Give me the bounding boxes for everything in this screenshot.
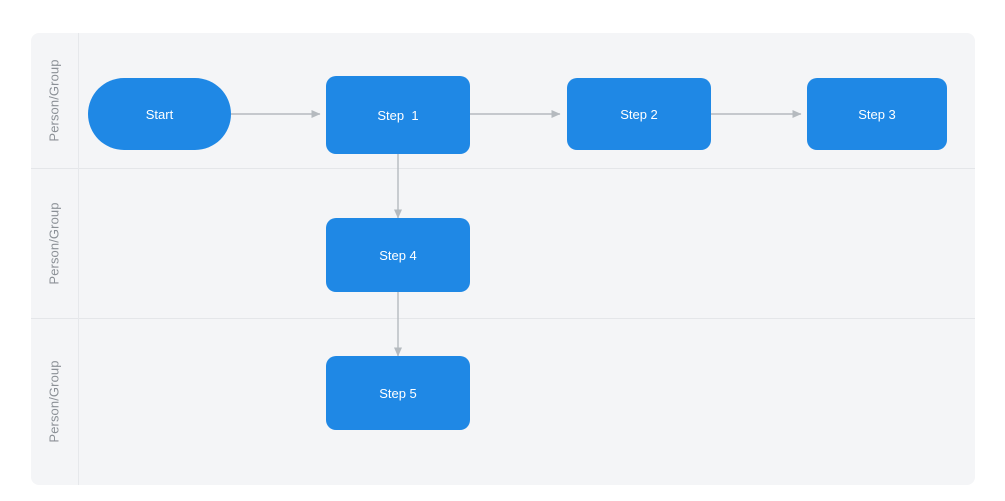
node-step-2[interactable]: Step 2 bbox=[567, 78, 711, 150]
lane-label-0: Person/Group bbox=[31, 33, 78, 168]
node-step-1[interactable]: Step 1 bbox=[326, 76, 470, 154]
lane-label-2: Person/Group bbox=[31, 318, 78, 485]
lane-label-text-0: Person/Group bbox=[47, 59, 63, 142]
lane-label-text-2: Person/Group bbox=[47, 360, 63, 443]
node-step-3[interactable]: Step 3 bbox=[807, 78, 947, 150]
swimlane-1: Person/Group bbox=[31, 168, 975, 318]
lane-label-1: Person/Group bbox=[31, 168, 78, 318]
node-step-4[interactable]: Step 4 bbox=[326, 218, 470, 292]
node-start[interactable]: Start bbox=[88, 78, 231, 150]
lane-label-text-1: Person/Group bbox=[47, 201, 63, 285]
lane-label-divider bbox=[78, 33, 79, 485]
lane-separator-1 bbox=[31, 168, 975, 169]
lane-separator-2 bbox=[31, 318, 975, 319]
node-step-5[interactable]: Step 5 bbox=[326, 356, 470, 430]
swimlane-2: Person/Group bbox=[31, 318, 975, 485]
